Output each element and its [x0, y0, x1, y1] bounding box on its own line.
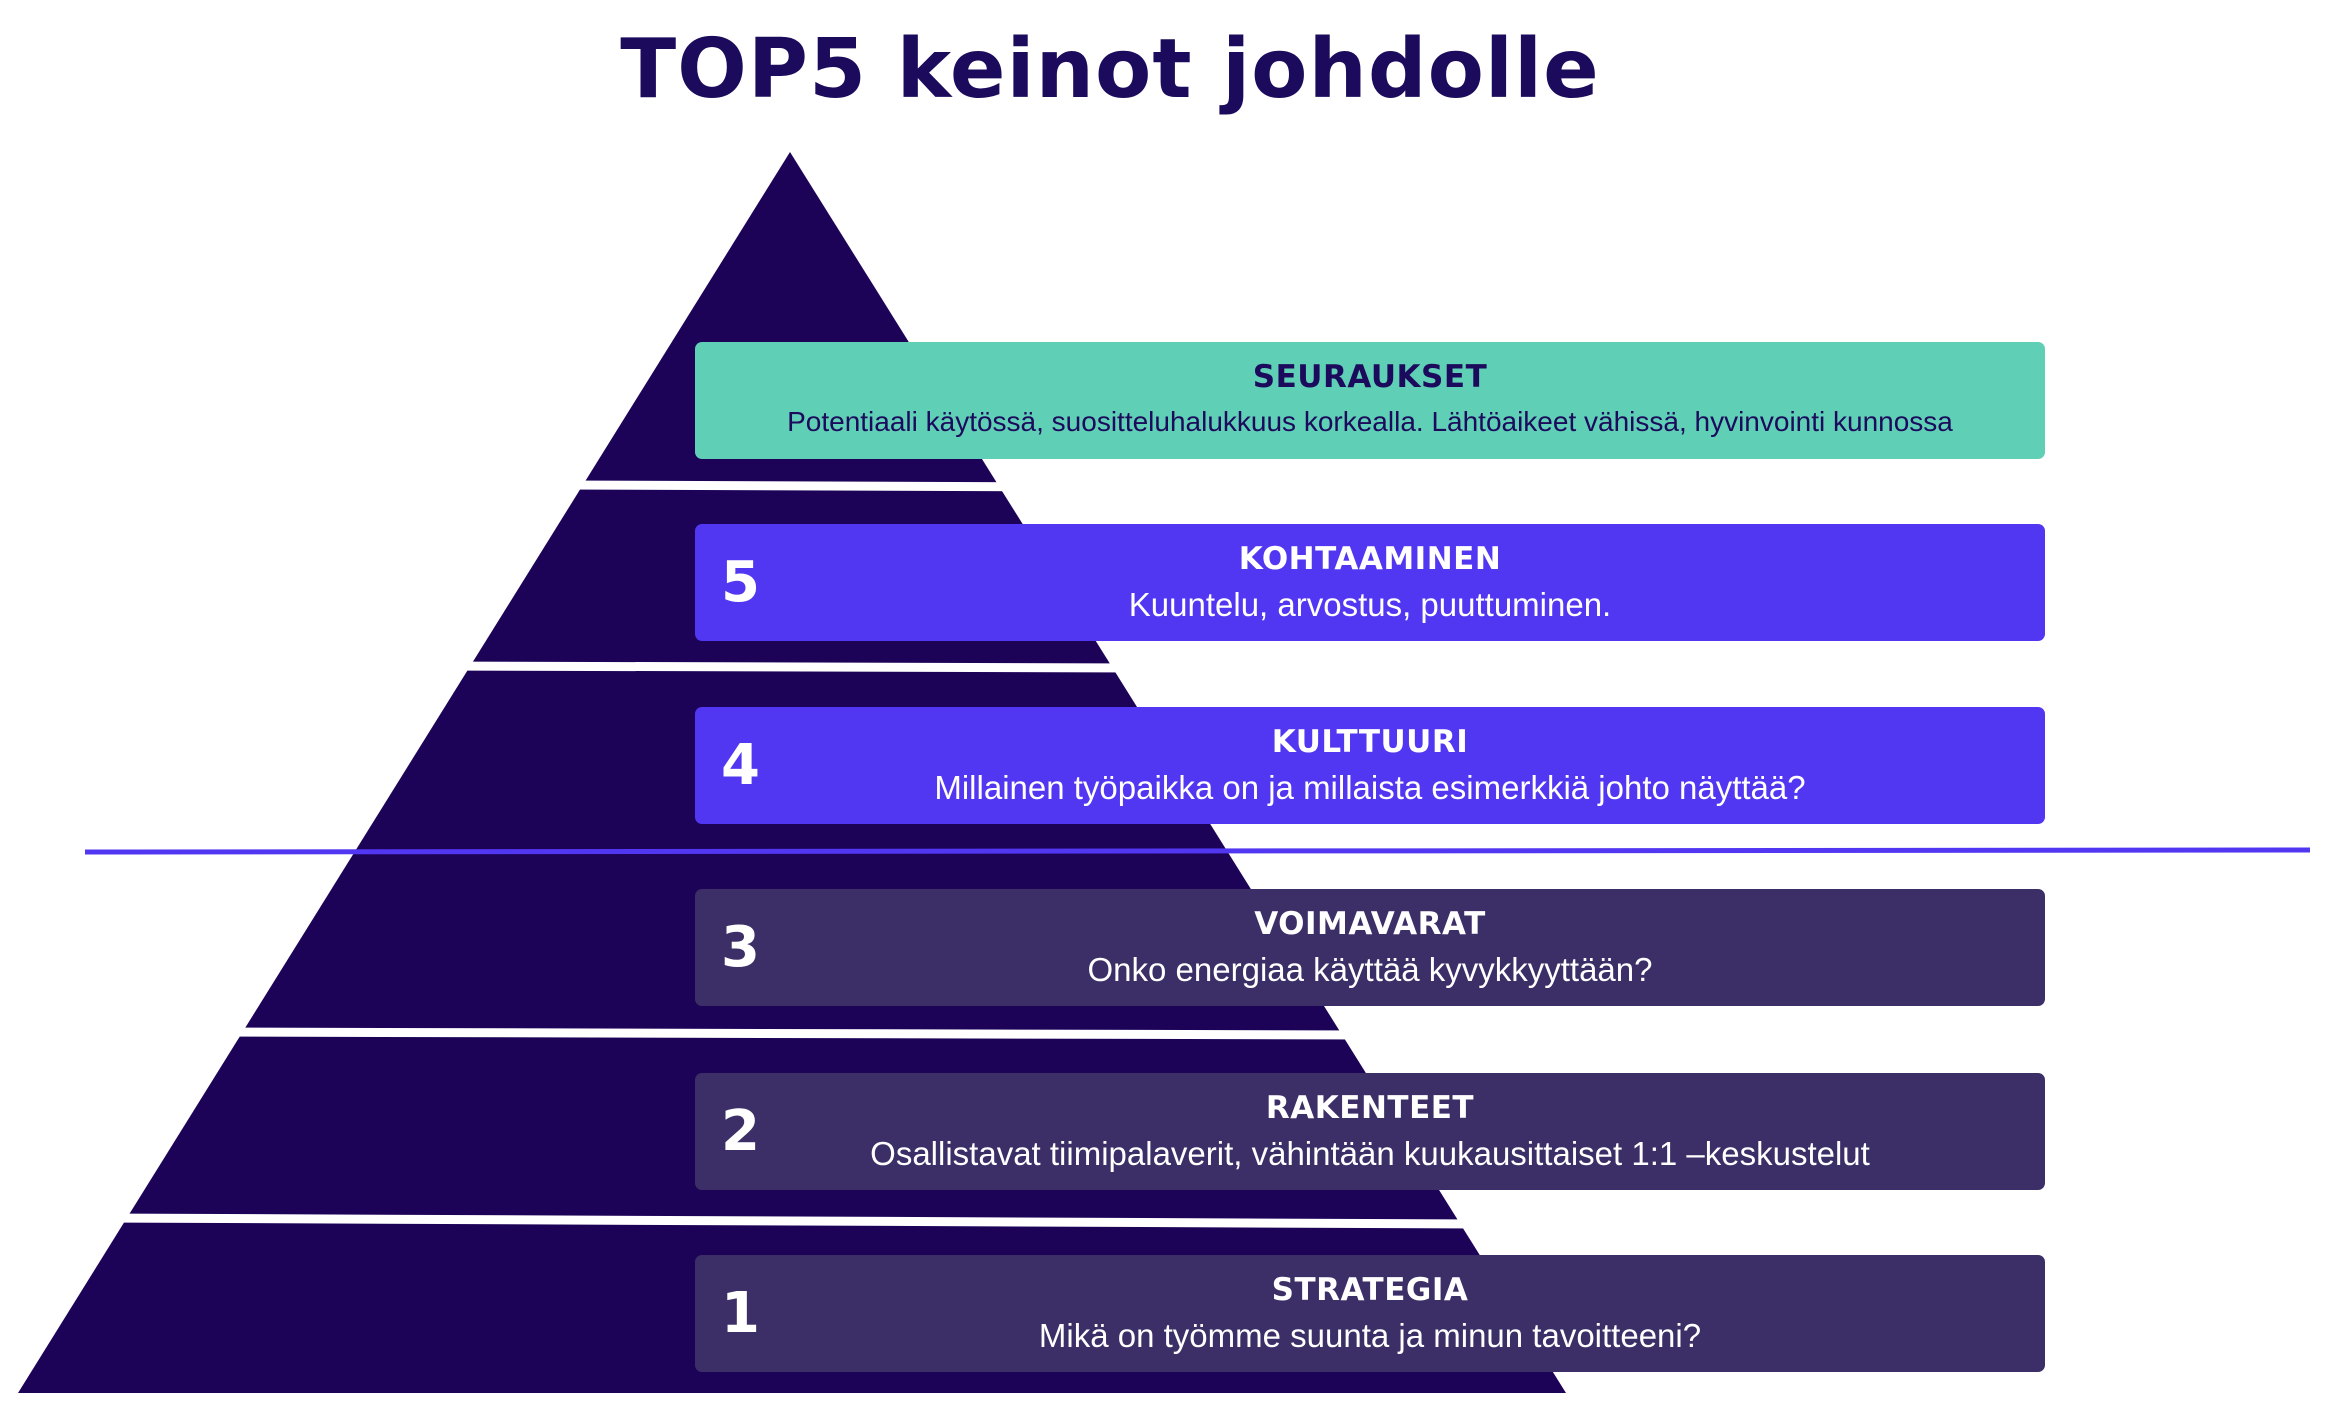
pyramid-separator: [429, 661, 1161, 673]
level-number: 4: [721, 733, 760, 798]
level-number: 2: [721, 1099, 760, 1164]
level-heading: KOHTAAMINEN: [1238, 541, 1502, 577]
level-card-2: 2 RAKENTEET Osallistavat tiimipalaverit,…: [695, 1073, 2045, 1190]
level-card-1: 1 STRATEGIA Mikä on työmme suunta ja min…: [695, 1255, 2045, 1372]
divider-line: [84, 847, 2311, 855]
seuraukset-text: Potentiaali käytössä, suositteluhalukkuu…: [787, 406, 1953, 437]
level-text: Kuuntelu, arvostus, puuttuminen.: [1128, 586, 1612, 623]
level-heading: RAKENTEET: [1265, 1090, 1475, 1126]
level-heading: KULTTUURI: [1271, 724, 1469, 760]
level-card-3: 3 VOIMAVARAT Onko energiaa käyttää kyvyk…: [695, 889, 2045, 1006]
seuraukset-card: SEURAUKSET Potentiaali käytössä, suositt…: [695, 342, 2045, 459]
level-card-4: 4 KULTTUURI Millainen työpaikka on ja mi…: [695, 707, 2045, 824]
level-heading: VOIMAVARAT: [1254, 906, 1486, 942]
level-number: 5: [721, 550, 760, 615]
level-number: 3: [721, 915, 760, 980]
level-text: Onko energiaa käyttää kyvykkyyttään?: [1087, 951, 1653, 988]
seuraukset-heading: SEURAUKSET: [1252, 359, 1488, 395]
level-text: Osallistavat tiimipalaverit, vähintään k…: [870, 1135, 1870, 1172]
level-heading: STRATEGIA: [1271, 1272, 1469, 1308]
pyramid-separator: [199, 1027, 1371, 1040]
level-text: Millainen työpaikka on ja millaista esim…: [934, 769, 1806, 806]
level-text: Mikä on työmme suunta ja minun tavoittee…: [1038, 1317, 1702, 1354]
diagram-title: TOP5 keinot johdolle: [620, 22, 1600, 117]
level-number: 1: [721, 1281, 760, 1346]
pyramid-separator: [559, 480, 1101, 492]
level-card-5: 5 KOHTAAMINEN Kuuntelu, arvostus, puuttu…: [695, 524, 2045, 641]
pyramid-separator: [99, 1213, 1481, 1229]
